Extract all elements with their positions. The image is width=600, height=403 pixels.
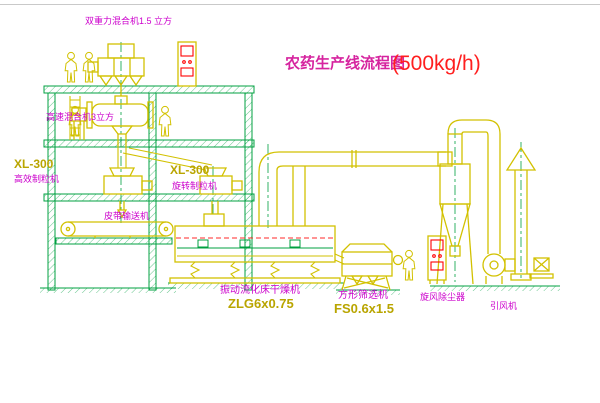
window-top-edge: [0, 4, 600, 5]
person-figure: [82, 51, 96, 83]
person-figure: [158, 105, 172, 137]
column-left: [47, 92, 56, 291]
cyclone-separator: [436, 133, 474, 285]
labels: 双重力混合机1.5 立方 农药生产线流程图 (500kg/h) 高速混合机3立方…: [14, 15, 517, 316]
label-sieve-model: FS0.6x1.5: [334, 301, 394, 316]
granulator-left: [103, 167, 153, 219]
diagram-title: 农药生产线流程图: [284, 54, 405, 72]
roof-slab: [43, 85, 255, 94]
label-granulator-right-name: 旋转制粒机: [172, 180, 217, 191]
exhaust-stack: [505, 146, 537, 281]
exhaust-duct: [258, 150, 446, 226]
control-cabinet-lower: [427, 235, 447, 284]
column-right: [244, 92, 253, 291]
belt-conveyor: [60, 221, 174, 238]
label-cyclone: 旋风除尘器: [420, 291, 465, 302]
conveyor-platform: [55, 237, 173, 245]
label-belt-conveyor: 皮带输送机: [104, 210, 149, 221]
label-high-speed-mixer: 高速混合机3立方: [46, 111, 114, 122]
cyclone-outlet-duct: [447, 119, 501, 254]
label-dryer-name: 振动流化床干燥机: [220, 283, 300, 296]
person-figure: [402, 249, 416, 281]
person-figure: [64, 51, 78, 83]
building-frame: [43, 85, 255, 291]
label-gravity-mixer: 双重力混合机1.5 立方: [85, 15, 172, 26]
label-sieve-name: 方形筛选机: [338, 288, 388, 301]
centerlines: [120, 42, 522, 282]
label-dryer-model: ZLG6x0.75: [228, 296, 294, 311]
label-granulator-right-model: XL-300: [170, 163, 210, 177]
diagram-capacity: (500kg/h): [392, 52, 481, 75]
square-sieve: [341, 243, 404, 291]
y-distribution-pipe: [117, 147, 213, 171]
label-granulator-left-model: XL-300: [14, 157, 54, 171]
control-cabinet-upper: [177, 41, 197, 87]
label-granulator-left-name: 高效制粒机: [14, 173, 59, 184]
granulator-right: [199, 167, 243, 227]
ground-hatch: [40, 282, 560, 295]
high-speed-mixer: [71, 95, 154, 147]
label-fan: 引风机: [490, 300, 517, 311]
fluid-bed-dryer: [169, 225, 345, 284]
gravity-mixer: [87, 43, 145, 96]
